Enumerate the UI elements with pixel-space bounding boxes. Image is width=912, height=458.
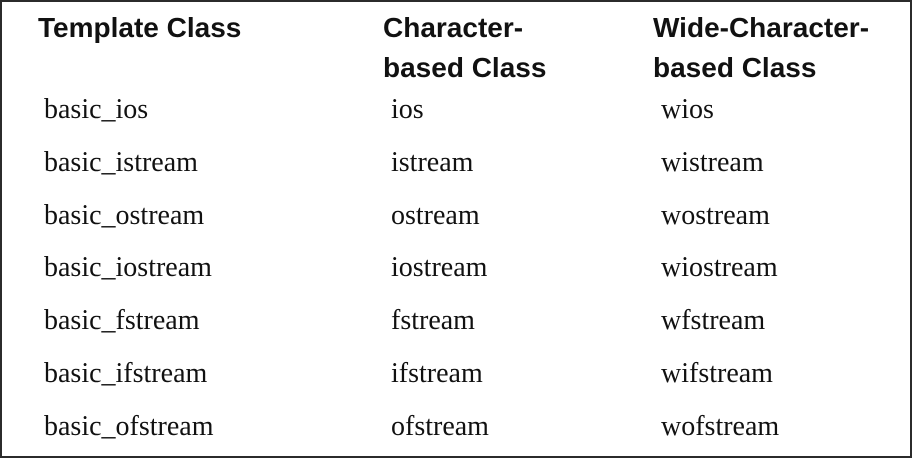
table-body: basic_ios ios wios basic_istream istream… [2, 84, 910, 454]
header-line: based Class [383, 52, 547, 83]
header-line: Character- [383, 12, 524, 43]
template-class-cell: basic_iostream [44, 252, 212, 284]
table-row: basic_istream istream wistream [2, 137, 910, 190]
table-row: basic_fstream fstream wfstream [2, 295, 910, 348]
header-template-class: Template Class [38, 8, 241, 48]
character-class-cell: istream [391, 146, 474, 178]
header-line: Template Class [38, 12, 242, 43]
character-class-cell: fstream [391, 305, 475, 337]
header-line: Wide-Character- [653, 12, 870, 43]
table-row: basic_iostream iostream wiostream [2, 242, 910, 295]
wide-character-class-cell: wofstream [661, 410, 780, 442]
character-class-cell: ofstream [391, 410, 489, 442]
character-class-cell: ifstream [391, 357, 483, 389]
wide-character-class-cell: wistream [661, 146, 764, 178]
template-class-cell: basic_ios [44, 94, 149, 125]
table-row: basic_ostream ostream wostream [2, 190, 910, 243]
wide-character-class-cell: wifstream [661, 357, 773, 389]
wide-character-class-cell: wfstream [661, 305, 766, 337]
wide-character-class-cell: wostream [661, 199, 770, 231]
header-line: based Class [653, 52, 817, 83]
wide-character-class-cell: wiostream [661, 252, 778, 284]
character-class-cell: ostream [391, 199, 480, 231]
header-wide-character-based-class: Wide-Character- based Class [653, 8, 869, 88]
table-header: Template Class Character- based Class Wi… [2, 8, 910, 88]
table-row: basic_ios ios wios [2, 84, 910, 137]
character-class-cell: iostream [391, 252, 488, 284]
template-class-cell: basic_istream [44, 146, 198, 178]
character-class-cell: ios [391, 94, 424, 125]
table-row: basic_ifstream ifstream wifstream [2, 348, 910, 401]
template-class-cell: basic_ofstream [44, 410, 214, 442]
table-row: basic_ofstream ofstream wofstream [2, 401, 910, 454]
header-character-based-class: Character- based Class [383, 8, 546, 88]
template-class-cell: basic_ostream [44, 199, 205, 231]
wide-character-class-cell: wios [661, 94, 714, 125]
template-class-cell: basic_fstream [44, 305, 200, 337]
template-class-cell: basic_ifstream [44, 357, 208, 389]
